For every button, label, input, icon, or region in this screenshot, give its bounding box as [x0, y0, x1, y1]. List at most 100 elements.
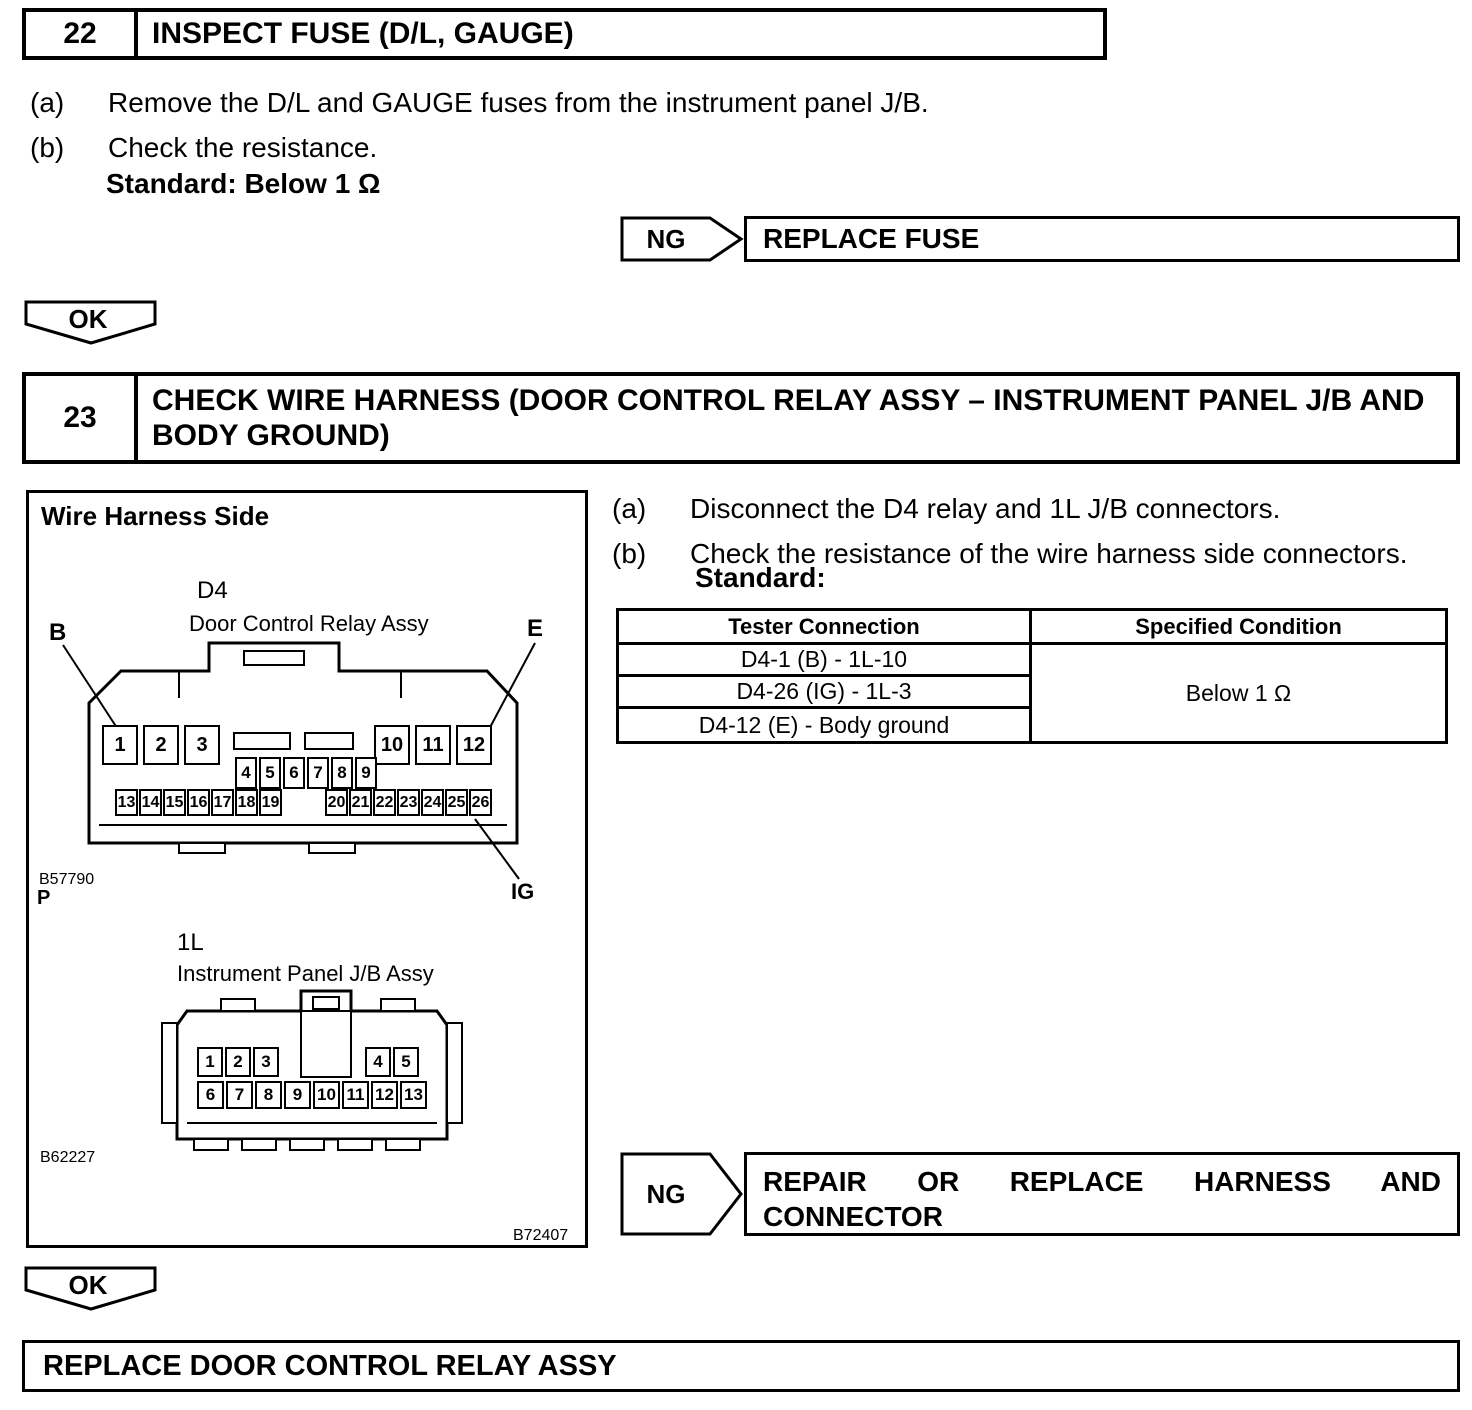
- ok-label-2: OK: [69, 1270, 108, 1300]
- pin-cell: 20: [325, 789, 348, 816]
- pin-cell: 6: [283, 757, 305, 789]
- pin-cell: 12: [456, 725, 492, 765]
- item-text: Check the resistance of the wire harness…: [690, 537, 1408, 569]
- ref-code-b72407: B72407: [513, 1227, 569, 1244]
- pin-cell: 5: [393, 1047, 419, 1077]
- pin-cell: 15: [163, 789, 186, 816]
- pin-cell: 9: [284, 1081, 311, 1109]
- pin-cell: 13: [400, 1081, 427, 1109]
- instruction-row: (b) Check the resistance.: [30, 131, 1210, 165]
- pin-cell: 25: [445, 789, 468, 816]
- d4-code-label: D4: [197, 577, 228, 604]
- pin-cell: 14: [139, 789, 162, 816]
- resistance-spec-table: Tester Connection Specified Condition D4…: [616, 608, 1448, 744]
- pin-cell: 2: [143, 725, 179, 765]
- ref-code-b57790: B57790: [39, 871, 95, 888]
- step23-header: 23 CHECK WIRE HARNESS (DOOR CONTROL RELA…: [22, 372, 1460, 464]
- replace-relay-box: REPLACE DOOR CONTROL RELAY ASSY: [22, 1340, 1460, 1392]
- pin-cell: 4: [365, 1047, 391, 1077]
- pin-cell: 12: [371, 1081, 398, 1109]
- pin-cell: 7: [307, 757, 329, 789]
- table-header-specified-condition: Specified Condition: [1032, 611, 1445, 645]
- specified-condition-cell: Below 1 Ω: [1185, 679, 1292, 706]
- item-text: Disconnect the D4 relay and 1L J/B conne…: [690, 493, 1281, 524]
- pin-cell: 6: [197, 1081, 224, 1109]
- pin-cell: 3: [253, 1047, 279, 1077]
- pin-cell: 3: [184, 725, 220, 765]
- terminal-ig-label: IG: [511, 879, 535, 904]
- l1-name-label: Instrument Panel J/B Assy: [177, 961, 434, 986]
- figure-title: Wire Harness Side: [41, 501, 270, 531]
- pin-cell: 5: [259, 757, 281, 789]
- item-text: Check the resistance.: [108, 131, 378, 163]
- pin-cell: 16: [187, 789, 210, 816]
- pin-cell: 22: [373, 789, 396, 816]
- instruction-row: (a) Remove the D/L and GAUGE fuses from …: [30, 86, 1210, 120]
- pin-cell: 21: [349, 789, 372, 816]
- instruction-row: (b) Check the resistance of the wire har…: [612, 537, 1472, 571]
- tester-connection-cell: D4-12 (E) - Body ground: [698, 711, 950, 738]
- instruction-row: (a) Disconnect the D4 relay and 1L J/B c…: [612, 492, 1472, 526]
- pin-cell: 2: [225, 1047, 251, 1077]
- pin-cell: 11: [342, 1081, 369, 1109]
- item-label: (a): [30, 87, 65, 118]
- l1-code-label: 1L: [177, 929, 204, 956]
- ok-arrow-2: OK: [24, 1266, 157, 1311]
- step22-title: INSPECT FUSE (D/L, GAUGE): [152, 17, 574, 51]
- ok-arrow-1: OK: [24, 300, 157, 345]
- item-label: (b): [30, 131, 65, 163]
- pin-cell: 18: [235, 789, 258, 816]
- step22-standard: Standard: Below 1 Ω: [106, 168, 381, 199]
- item-label: (b): [612, 537, 647, 569]
- pin-cell: 1: [102, 725, 138, 765]
- pin-cell: 23: [397, 789, 420, 816]
- step22-number: 22: [26, 12, 138, 56]
- repair-or-replace-box: REPAIR OR REPLACE HARNESS AND CONNECTOR: [744, 1152, 1460, 1236]
- ok-label-1: OK: [69, 304, 108, 334]
- pin-cell: 8: [255, 1081, 282, 1109]
- replace-fuse-box: REPLACE FUSE: [744, 216, 1460, 262]
- ng-arrow-1: NG: [620, 216, 744, 262]
- pin-cell: 8: [331, 757, 353, 789]
- pin-cell: 1: [197, 1047, 223, 1077]
- ref-code-b62227: B62227: [40, 1149, 96, 1166]
- pin-cell: 24: [421, 789, 444, 816]
- step23-instructions: (a) Disconnect the D4 relay and 1L J/B c…: [612, 492, 1472, 581]
- d4-name-label: Door Control Relay Assy: [189, 611, 429, 636]
- connector-diagram: [62, 641, 536, 1151]
- item-text: Remove the D/L and GAUGE fuses from the …: [108, 87, 929, 118]
- pin-cell: 17: [211, 789, 234, 816]
- step22-instructions: (a) Remove the D/L and GAUGE fuses from …: [30, 86, 1210, 175]
- step23-title: CHECK WIRE HARNESS (DOOR CONTROL RELAY A…: [152, 383, 1425, 452]
- pin-cell: 10: [313, 1081, 340, 1109]
- ref-code-p: P: [37, 887, 51, 909]
- wire-harness-figure: Wire Harness Side D4 Door Control Relay …: [26, 490, 588, 1248]
- pin-cell: 7: [226, 1081, 253, 1109]
- pin-cell: 13: [115, 789, 138, 816]
- table-header-tester-connection: Tester Connection: [619, 611, 1032, 645]
- pin-cell: 11: [415, 725, 451, 765]
- pin-cell: 26: [469, 789, 492, 816]
- terminal-e-label: E: [527, 615, 544, 642]
- pin-cell: 9: [355, 757, 377, 789]
- pin-cell: 10: [374, 725, 410, 765]
- step23-number: 23: [26, 376, 138, 460]
- tester-connection-cell: D4-1 (B) - 1L-10: [619, 645, 1029, 677]
- terminal-b-label: B: [49, 619, 67, 646]
- pin-cell: 19: [259, 789, 282, 816]
- ng-arrow-2: NG: [620, 1152, 743, 1236]
- step23-standard-label: Standard:: [695, 562, 826, 593]
- step22-header: 22 INSPECT FUSE (D/L, GAUGE): [22, 8, 1107, 60]
- ng-label-1: NG: [647, 224, 686, 254]
- item-label: (a): [612, 493, 647, 524]
